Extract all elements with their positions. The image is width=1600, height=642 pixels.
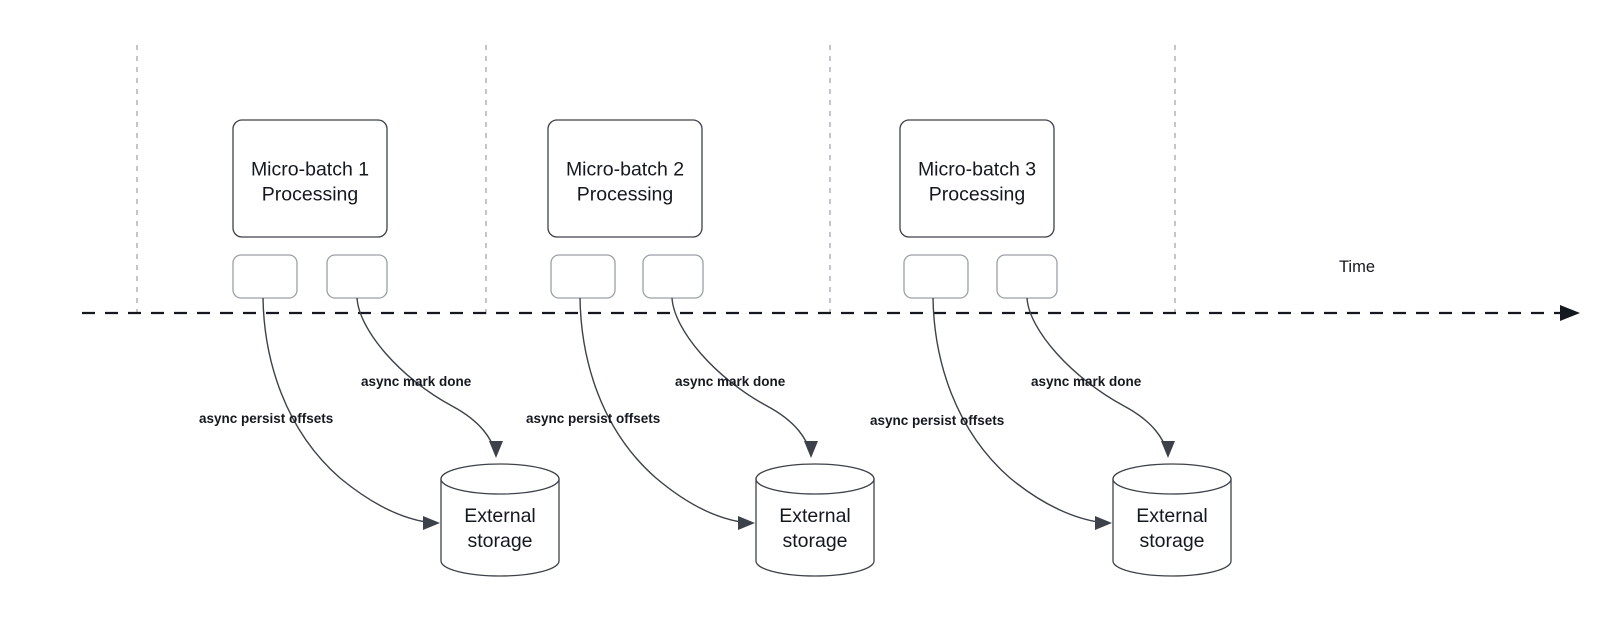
async-persist-offsets-edge-arrow-head-icon	[738, 516, 755, 530]
async-persist-offsets-edge-label: async persist offsets	[199, 411, 333, 426]
storage-label-line2: storage	[782, 530, 847, 552]
external-storage-node[interactable]: External storage	[440, 463, 560, 577]
microbatch-box-label-line1: Micro-batch 2	[566, 159, 684, 181]
task-box-right[interactable]	[642, 254, 704, 299]
storage-cylinder-body	[755, 478, 875, 577]
microbatch-box-label-line1: Micro-batch 3	[918, 159, 1036, 181]
storage-cylinder-top	[755, 463, 875, 495]
microbatch-box-shape	[899, 119, 1055, 238]
divider-lines-group	[136, 45, 1176, 316]
async-persist-offsets-edge-arrow-head-icon	[1095, 516, 1112, 530]
microbatch-box-label-line2: Processing	[262, 184, 358, 206]
storage-label-line1: External	[1136, 505, 1208, 527]
microbatch-box[interactable]: Micro-batch 2 Processing	[547, 119, 703, 238]
microbatch-box[interactable]: Micro-batch 3 Processing	[899, 119, 1055, 238]
timeline-axis-group: Time	[82, 258, 1580, 321]
timeline-arrow-head-icon	[1560, 305, 1580, 321]
storage-cylinder-body	[1112, 478, 1232, 577]
async-persist-offsets-edge-path	[932, 297, 1107, 524]
microbatch-box-label-line2: Processing	[929, 184, 1025, 206]
external-storage-node[interactable]: External storage	[755, 463, 875, 577]
async-mark-done-edge-label: async mark done	[675, 374, 786, 389]
task-box-right[interactable]	[996, 254, 1058, 299]
microbatch-box-label-line2: Processing	[577, 184, 673, 206]
async-persist-offsets-edge-label: async persist offsets	[870, 413, 1004, 428]
external-storage-node[interactable]: External storage	[1112, 463, 1232, 577]
storage-cylinder-body	[440, 478, 560, 577]
storage-cylinder-top	[440, 463, 560, 495]
storage-label-line1: External	[464, 505, 536, 527]
storage-label-line1: External	[779, 505, 851, 527]
task-box-left[interactable]	[232, 254, 298, 299]
task-box-left[interactable]	[550, 254, 616, 299]
microbatch-box-shape	[232, 119, 388, 238]
task-box-right[interactable]	[326, 254, 388, 299]
storage-cylinder-top	[1112, 463, 1232, 495]
async-mark-done-edge-label: async mark done	[361, 374, 472, 389]
async-persist-offsets-edge-arrow-head-icon	[423, 516, 440, 530]
async-mark-done-edge-path	[671, 297, 811, 453]
task-box-left[interactable]	[903, 254, 969, 299]
storage-label-line2: storage	[467, 530, 532, 552]
storage-label-line2: storage	[1139, 530, 1204, 552]
async-mark-done-edge-path	[356, 297, 496, 453]
async-mark-done-edge-arrow-head-icon	[489, 441, 503, 458]
microbatch-box[interactable]: Micro-batch 1 Processing	[232, 119, 388, 238]
time-axis-label: Time	[1339, 258, 1375, 276]
microbatch-box-label-line1: Micro-batch 1	[251, 159, 369, 181]
async-mark-done-edge-arrow-head-icon	[804, 441, 818, 458]
microbatch-box-shape	[547, 119, 703, 238]
async-persist-offsets-edge-path	[262, 297, 435, 524]
async-mark-done-edge-arrow-head-icon	[1161, 441, 1175, 458]
async-persist-offsets-edge-path	[579, 297, 750, 524]
async-mark-done-edge-label: async mark done	[1031, 374, 1142, 389]
async-persist-offsets-edge-label: async persist offsets	[526, 411, 660, 426]
async-mark-done-edge-path	[1026, 297, 1168, 453]
